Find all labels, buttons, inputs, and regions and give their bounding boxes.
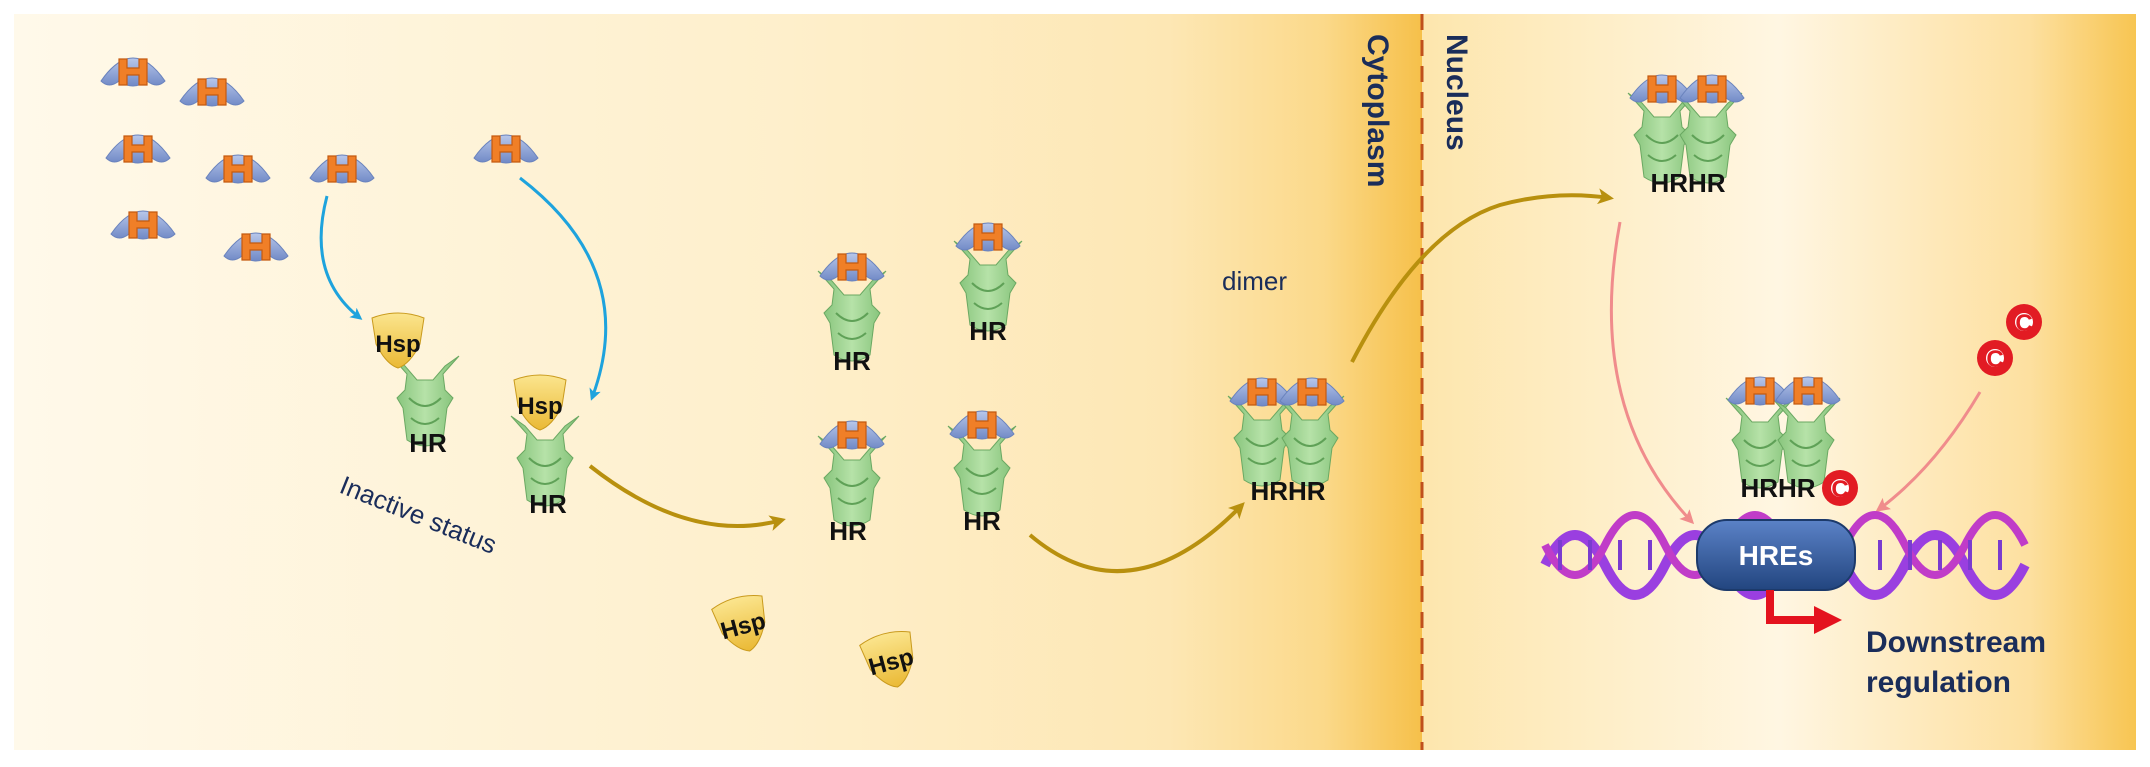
receptor-label: HR (529, 489, 567, 519)
binding-arrow (1609, 221, 1695, 525)
hormone-receptor-complex: HR (953, 222, 1023, 346)
receptor-dimer: HRHR (1227, 377, 1345, 506)
hormone-receptor-complex: HR (947, 410, 1017, 536)
nucleus-label: Nucleus (1440, 34, 1473, 151)
downstream-label-line2: regulation (1866, 666, 2011, 699)
nucleus-region (1422, 14, 2136, 750)
hormone-receptor-complex: HR (817, 252, 887, 376)
dimer-label: dimer (1222, 266, 1287, 296)
nuclear-receptor-dimer: HRHR (1627, 74, 1745, 198)
receptor-label: HR (409, 428, 447, 458)
binding-arrow (1875, 391, 1982, 512)
cytoplasm-label: Cytoplasm (1361, 34, 1394, 187)
receptor-label: HR (829, 516, 867, 546)
cytoplasm-region (14, 14, 1422, 750)
dimer-receptor-label: HRHR (1740, 473, 1815, 503)
receptor-hsp-complex: Hsp HR (510, 374, 580, 519)
receptor-hsp-complex: Hsp HR (371, 312, 460, 458)
receptor-label: HR (963, 506, 1001, 536)
dimer-receptor-label: HRHR (1250, 476, 1325, 506)
coactivator-label: C (1986, 346, 2003, 373)
dimer-receptor-label: HRHR (1650, 168, 1725, 198)
downstream-label-line1: Downstream (1866, 626, 2046, 659)
binding-arrow (519, 176, 608, 401)
dna-bound-receptor-dimer: HRHR C (1725, 376, 1858, 506)
coactivator-label: C (2015, 310, 2032, 337)
hres-label: HREs (1739, 540, 1814, 571)
hsp-label: Hsp (517, 393, 562, 420)
translocation-arrow (1350, 188, 1614, 363)
downstream-arrow-icon (1766, 590, 1842, 634)
coactivator-label: C (1831, 476, 1848, 503)
hormone-receptor-complex: HR (817, 420, 887, 546)
dimerization-arrow (1028, 502, 1245, 574)
activation-arrow (588, 464, 786, 531)
hres-element: HREs (1696, 519, 1856, 591)
binding-arrow (319, 195, 363, 320)
hsp-label: Hsp (375, 331, 420, 358)
receptor-label: HR (969, 316, 1007, 346)
receptor-label: HR (833, 346, 871, 376)
